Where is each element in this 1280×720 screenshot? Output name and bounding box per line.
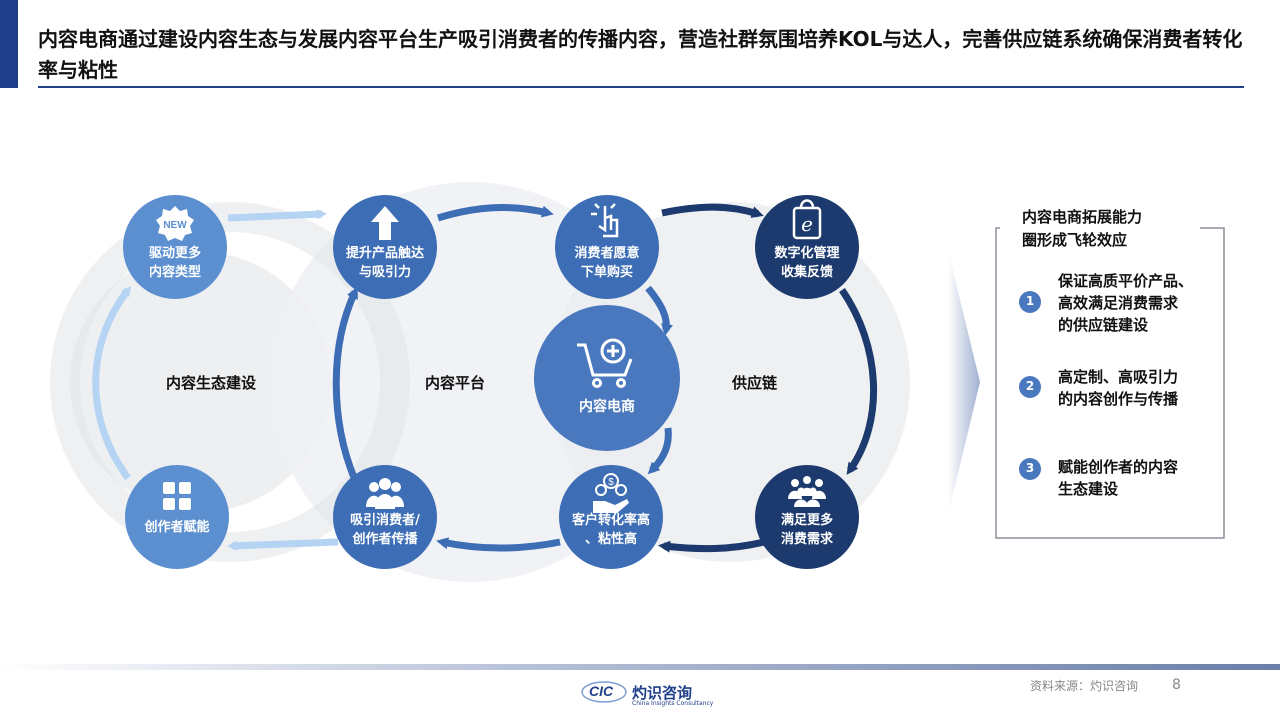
zone-circle-left bbox=[70, 252, 330, 512]
bullet-num-2: 2 bbox=[1025, 379, 1035, 393]
node-label-n4: 数字化管理 收集反馈 bbox=[774, 246, 840, 280]
zone-label-right: 供应链 bbox=[732, 374, 778, 392]
panel-title: 内容电商拓展能力 圈形成飞轮效应 bbox=[1022, 208, 1143, 249]
node-label-n1: 驱动更多 内容类型 bbox=[148, 246, 201, 280]
arrow-n1-n2 bbox=[227, 209, 327, 222]
arrow-n7-n8 bbox=[227, 538, 339, 551]
node-n5 bbox=[755, 465, 859, 569]
svg-text:e: e bbox=[801, 212, 813, 236]
svg-text:$: $ bbox=[608, 477, 614, 488]
arrow-center-n6 bbox=[647, 427, 672, 475]
page-number: 8 bbox=[1172, 677, 1181, 693]
tap-hand-icon bbox=[591, 203, 619, 238]
arrow-n3-center bbox=[645, 285, 673, 336]
arrow-n7-n2 bbox=[332, 286, 359, 482]
logo-subtitle: China Insights Consultancy bbox=[632, 700, 714, 707]
panel-item-1: 保证高质平价产品、 高效满足消费需求 的供应链建设 bbox=[1058, 272, 1194, 334]
bullet-1 bbox=[1019, 291, 1041, 313]
panel-item-3: 赋能创作者的内容 生态建设 bbox=[1058, 458, 1179, 498]
node-n1 bbox=[123, 195, 227, 299]
title-divider bbox=[38, 86, 1244, 88]
arrow-n2-n3 bbox=[436, 204, 554, 222]
node-label-n2: 提升产品触达 与吸引力 bbox=[345, 246, 424, 280]
arrow-n4-n5 bbox=[839, 288, 878, 475]
svg-text:NEW: NEW bbox=[163, 220, 187, 231]
bullet-2 bbox=[1019, 376, 1041, 398]
bullet-num-1: 1 bbox=[1025, 294, 1035, 308]
center-node bbox=[534, 305, 680, 451]
node-n7 bbox=[333, 465, 437, 569]
page-title: 内容电商通过建设内容生态与发展内容平台生产吸引消费者的传播内容，营造社群氛围培养… bbox=[38, 27, 1243, 82]
logo-ring bbox=[581, 681, 627, 703]
arrow-n6-n7 bbox=[436, 537, 561, 552]
e-bag-icon: e bbox=[792, 199, 822, 240]
accent-bar bbox=[0, 0, 18, 88]
up-arrow-icon bbox=[371, 206, 399, 240]
node-label-n6: 客户转化率高 、粘性高 bbox=[571, 513, 650, 547]
bullet-num-3: 3 bbox=[1025, 461, 1035, 475]
hand-coins-icon: $ bbox=[593, 473, 629, 513]
logo-mark: CIC bbox=[589, 683, 614, 699]
people-icon bbox=[366, 478, 404, 509]
panel-box bbox=[995, 227, 1225, 539]
flow-chevron bbox=[948, 250, 980, 515]
node-label-n5: 满足更多 消费需求 bbox=[780, 513, 833, 547]
node-n8 bbox=[125, 465, 229, 569]
node-n6 bbox=[559, 465, 663, 569]
shopping-cart-plus-icon bbox=[577, 338, 633, 388]
node-n4 bbox=[755, 195, 859, 299]
node-n2 bbox=[333, 195, 437, 299]
node-label-n8: 创作者赋能 bbox=[144, 520, 210, 535]
center-label: 内容电商 bbox=[579, 399, 635, 415]
source-note: 资料来源：灼识咨询 bbox=[1030, 679, 1139, 693]
node-label-n3: 消费者愿意 下单购买 bbox=[574, 246, 640, 280]
people-group-icon bbox=[788, 476, 826, 507]
node-n3 bbox=[555, 195, 659, 299]
panel-item-2: 高定制、高吸引力 的内容创作与传播 bbox=[1058, 368, 1179, 408]
arrow-n8-n1 bbox=[92, 286, 132, 481]
new-badge-icon: NEW bbox=[156, 206, 194, 241]
node-label-n7: 吸引消费者/ 创作者传播 bbox=[350, 513, 420, 547]
arrow-n5-n6 bbox=[658, 538, 765, 553]
zone-label-middle: 内容平台 bbox=[425, 374, 486, 392]
arrow-n3-n4 bbox=[661, 203, 764, 218]
footer-bar bbox=[0, 664, 1280, 670]
bullet-3 bbox=[1019, 458, 1041, 480]
grid-icon bbox=[163, 482, 191, 510]
logo-text: 灼识咨询 bbox=[632, 684, 693, 702]
zone-label-left: 内容生态建设 bbox=[166, 374, 257, 392]
